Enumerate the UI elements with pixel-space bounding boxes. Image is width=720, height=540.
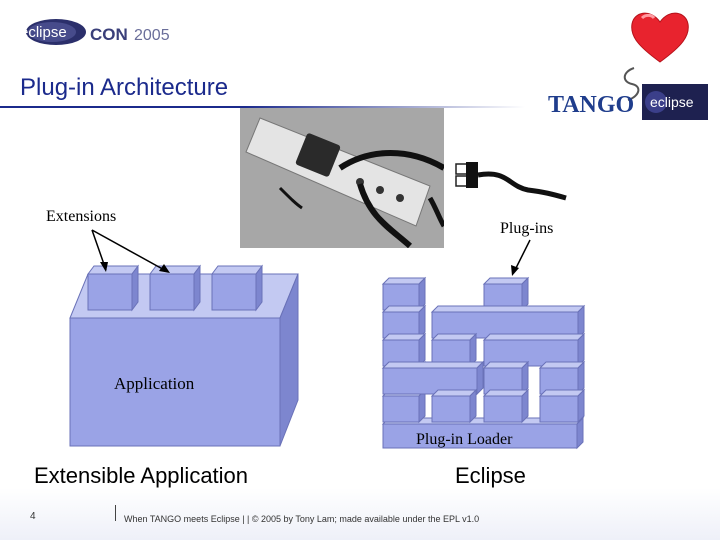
extensible-application-caption: Extensible Application [34, 463, 249, 488]
extensions-label: Extensions [46, 208, 117, 225]
plugin-brick [482, 276, 530, 312]
plugin-brick [381, 388, 427, 424]
application-label: Application [114, 374, 195, 393]
plugin-brick [381, 304, 427, 340]
extension-slot [149, 264, 201, 312]
tango-logo: TANGO [548, 92, 635, 118]
logo-year-text: 2005 [134, 27, 170, 44]
page-number: 4 [30, 511, 36, 522]
plugin-brick [430, 304, 586, 340]
extension-slot [211, 264, 263, 312]
extension-slot [87, 264, 139, 312]
badge-text: eclipse [650, 94, 694, 110]
plugin-brick [482, 388, 530, 424]
plugin-brick [538, 388, 586, 424]
extension-slots [87, 264, 263, 312]
plugin-brick [430, 332, 478, 368]
eclipse-plugin-wall [381, 276, 586, 450]
page-title: Plug-in Architecture [20, 74, 229, 101]
eclipse-badge-logo: eclipse [642, 84, 708, 120]
extension-arrows [91, 229, 170, 273]
logo-con-text: CON [90, 25, 128, 44]
heart-icon [631, 12, 689, 63]
plugin-brick [482, 332, 586, 368]
footer-text: When TANGO meets Eclipse | | © 2005 by T… [124, 514, 480, 524]
eclipsecon-logo: eclipse CON 2005 [20, 19, 170, 45]
footer-divider [115, 505, 116, 521]
title-divider [0, 106, 700, 108]
plugin-loader-label: Plug-in Loader [416, 431, 513, 448]
plugin-brick [482, 360, 530, 396]
plugin-brick [430, 388, 478, 424]
plugin-brick [381, 360, 485, 396]
footer-background [0, 488, 720, 540]
plug-icon [455, 162, 567, 201]
plugin-arrow [511, 239, 531, 276]
power-strip-photo [240, 108, 444, 248]
plugins-label: Plug-ins [500, 220, 554, 237]
plugin-brick [381, 276, 427, 312]
eclipse-caption: Eclipse [455, 463, 526, 488]
squiggle-decoration [623, 67, 640, 101]
plugin-brick [381, 332, 427, 368]
logo-eclipse-text: eclipse [20, 24, 67, 41]
plugin-brick [538, 360, 586, 396]
